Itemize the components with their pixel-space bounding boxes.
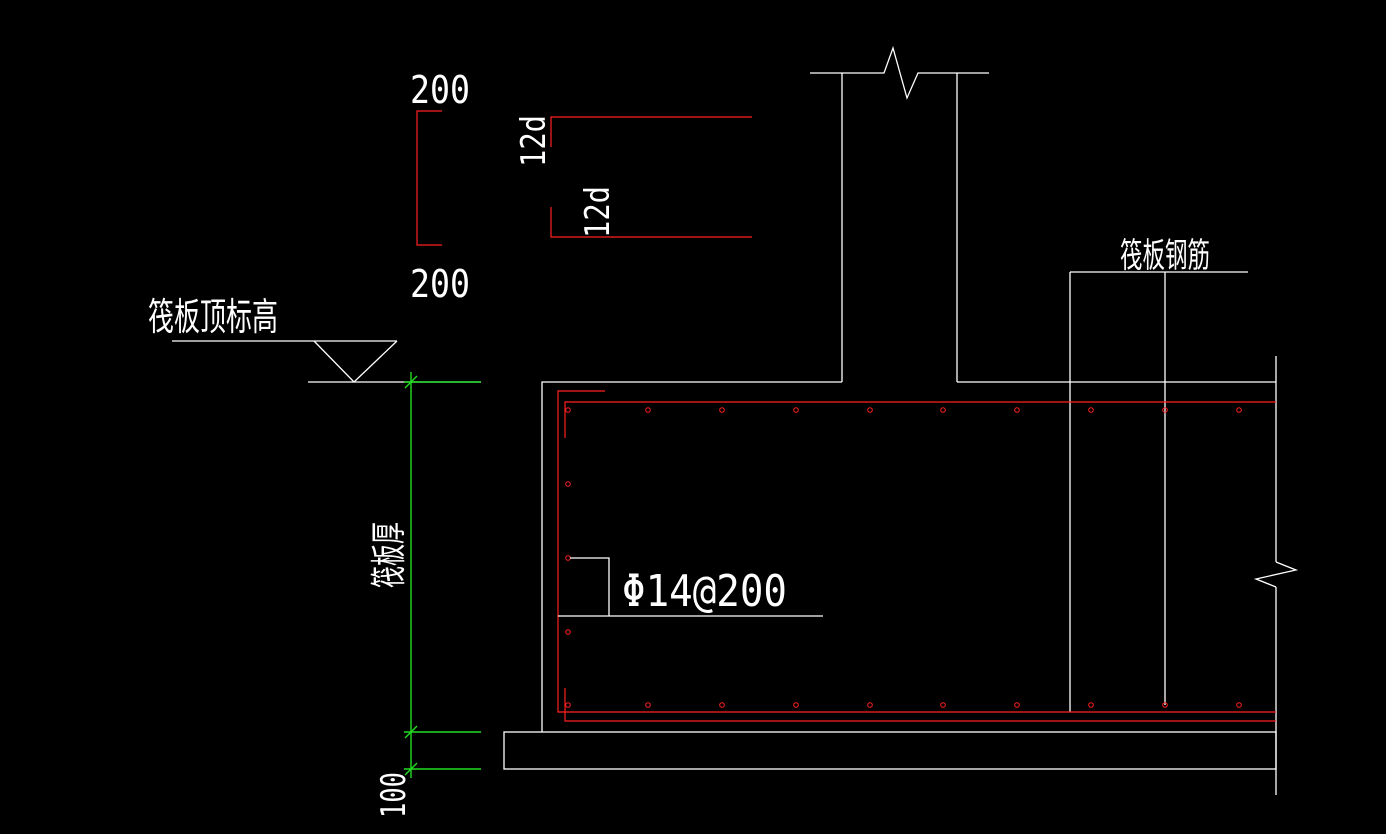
rebar-dot <box>1088 702 1094 708</box>
lap-upper-label: 12d <box>514 115 554 167</box>
raft-rebar-leader <box>1069 271 1248 712</box>
rebar-section-dots <box>565 407 1242 708</box>
rebar-dot <box>1236 407 1242 413</box>
rebar-dot <box>1014 407 1020 413</box>
rebar-dot <box>1162 407 1168 413</box>
rebar-dot <box>565 702 571 708</box>
rebar-dot <box>1236 702 1242 708</box>
rebar-dot <box>1162 702 1168 708</box>
rebar-dot <box>867 702 873 708</box>
rebar-dot <box>565 629 571 635</box>
elevation-marker <box>172 340 481 383</box>
thickness-dimension <box>404 372 481 778</box>
anchorage-bracket <box>416 110 442 246</box>
wall <box>810 45 989 382</box>
raft-rebar-label: 筏板钢筋 <box>1120 236 1210 276</box>
rebar-dot <box>719 407 725 413</box>
rebar-dot <box>1088 407 1094 413</box>
rebar-dot <box>1014 702 1020 708</box>
cushion-thickness-label: 100 <box>374 772 414 818</box>
rebar-dot <box>940 407 946 413</box>
rebar-dot <box>867 407 873 413</box>
dim-top-label: 200 <box>410 68 470 112</box>
rebar-spec-label: Φ14@200 <box>622 566 787 617</box>
cushion-layer <box>503 731 1277 770</box>
rebar-main <box>557 390 1276 722</box>
dim-bottom-label: 200 <box>410 262 470 306</box>
rebar-dot <box>940 702 946 708</box>
rebar-dot <box>565 407 571 413</box>
lap-lower-label: 12d <box>578 186 618 238</box>
rebar-dot <box>793 407 799 413</box>
raft-top-elevation-label: 筏板顶标高 <box>148 295 278 339</box>
rebar-callout-leader <box>558 557 823 617</box>
rebar-dot <box>645 702 651 708</box>
rebar-dot <box>719 702 725 708</box>
lap-lines <box>550 116 752 238</box>
raft-thickness-label: 筏板厚 <box>369 522 410 588</box>
rebar-dot <box>565 481 571 487</box>
rebar-dot <box>565 555 571 561</box>
rebar-dot <box>793 702 799 708</box>
rebar-dot <box>645 407 651 413</box>
